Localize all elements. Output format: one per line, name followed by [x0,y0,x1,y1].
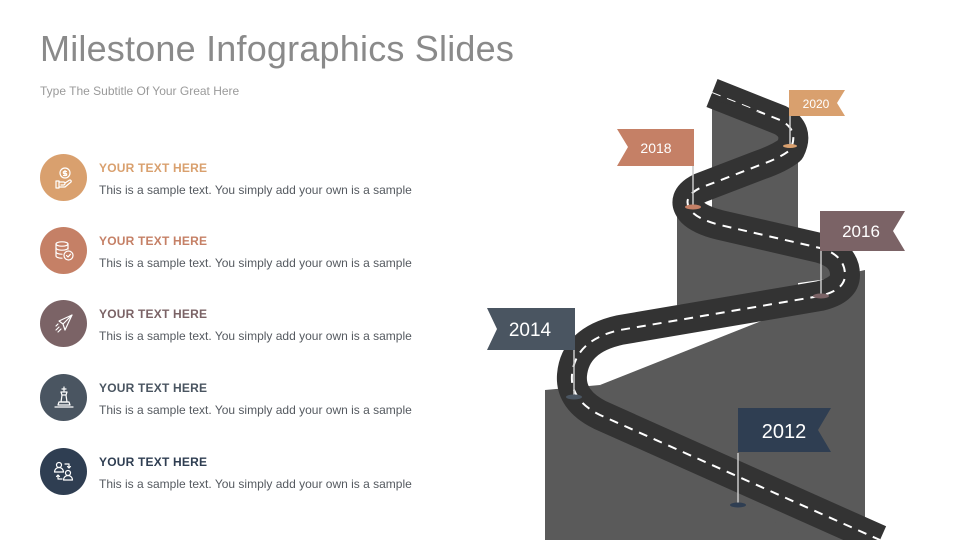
item-heading: YOUR TEXT HERE [99,307,208,321]
list-item: YOUR TEXT HERE This is a sample text. Yo… [40,154,440,202]
page-subtitle: Type The Subtitle Of Your Great Here [40,84,240,98]
milestone-year: 2012 [762,421,807,443]
milestone-flag-2012[interactable]: 2012 [730,408,831,508]
milestone-flag-2020[interactable]: 2020 [783,90,845,148]
item-description: This is a sample text. You simply add yo… [99,183,412,197]
milestone-year: 2018 [640,140,671,156]
item-description: This is a sample text. You simply add yo… [99,477,412,491]
item-icon-circle [40,154,87,201]
list-item: YOUR TEXT HERE This is a sample text. Yo… [40,227,440,275]
user-exchange-icon [53,461,73,481]
item-heading: YOUR TEXT HERE [99,234,208,248]
item-heading: YOUR TEXT HERE [99,455,208,469]
database-check-icon [54,240,74,261]
item-description: This is a sample text. You simply add yo… [99,403,412,417]
chess-king-icon [53,385,74,408]
page-title: Milestone Infographics Slides [40,28,515,69]
item-heading: YOUR TEXT HERE [99,161,208,175]
milestone-flag-2018[interactable]: 2018 [617,129,701,210]
item-icon-circle [40,448,87,495]
money-hand-icon [54,166,72,189]
milestone-flag-2016[interactable]: 2016 [813,211,905,299]
item-icon-circle [40,227,87,274]
item-icon-circle [40,374,87,421]
milestone-year: 2016 [842,222,880,241]
milestone-flag-2014[interactable]: 2014 [487,308,582,400]
list-item: YOUR TEXT HERE This is a sample text. Yo… [40,300,440,348]
paper-plane-icon [54,313,73,333]
item-description: This is a sample text. You simply add yo… [99,256,412,270]
milestone-year: 2020 [803,97,830,111]
list-item: YOUR TEXT HERE This is a sample text. Yo… [40,448,440,496]
item-heading: YOUR TEXT HERE [99,381,208,395]
item-icon-circle [40,300,87,347]
item-description: This is a sample text. You simply add yo… [99,329,412,343]
milestone-year: 2014 [509,320,552,341]
list-item: YOUR TEXT HERE This is a sample text. Yo… [40,374,440,422]
